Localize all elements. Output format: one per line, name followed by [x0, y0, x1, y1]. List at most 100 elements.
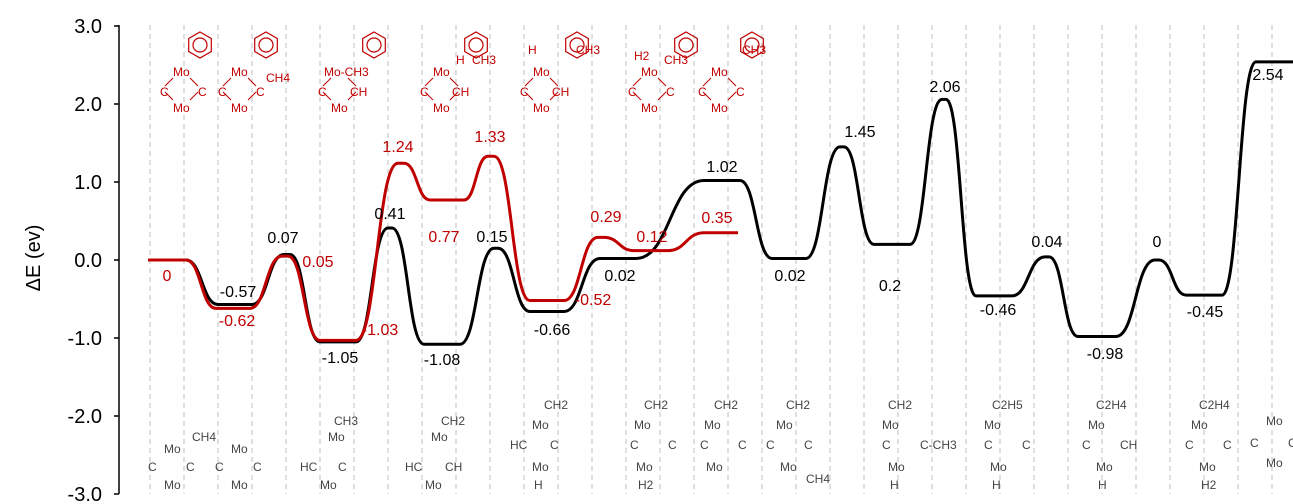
structure-label: C [630, 438, 639, 452]
benzene-ring-icon [192, 37, 208, 53]
structure-label: Mo [706, 460, 723, 474]
structure-label: Mo [320, 478, 337, 492]
data-label: 0.29 [590, 209, 621, 226]
y-tick-label: 0.0 [74, 250, 102, 272]
data-label: -0.52 [575, 292, 612, 309]
data-label: 0.05 [302, 254, 333, 271]
benzene-ring-icon [740, 31, 764, 59]
y-tick-label: -2.0 [68, 406, 102, 428]
structure-label: C [318, 85, 327, 99]
data-label: -0.45 [1187, 304, 1224, 321]
structure-label: Mo [990, 460, 1007, 474]
structure-label: C [550, 438, 559, 452]
structure-label: Mo [328, 430, 345, 444]
data-label: 0.02 [604, 268, 635, 285]
data-label: 1.33 [474, 129, 505, 146]
structure-label: Mo [164, 478, 181, 492]
structure-label: CH3 [742, 43, 766, 57]
structure-label: C [338, 460, 347, 474]
structure-label: Mo [704, 418, 721, 432]
benzene-ring-icon [569, 37, 585, 53]
y-axis-label: ΔE (ev) [23, 225, 45, 292]
data-label: 0.02 [774, 268, 805, 285]
structure-label: C [148, 460, 157, 474]
structure-label: Mo [1191, 418, 1208, 432]
structure-label: C [984, 438, 993, 452]
structure-label: CH2 [441, 414, 465, 428]
y-tick-label: -1.0 [68, 328, 102, 350]
benzene-ring-icon [468, 37, 484, 53]
structure-label: Mo [984, 418, 1001, 432]
structure-label: C [160, 85, 169, 99]
structure-label: C [256, 85, 265, 99]
structure-label: CH4 [266, 71, 290, 85]
structure-label: C2H5 [992, 398, 1023, 412]
structure-label: C2H4 [1096, 398, 1127, 412]
data-label: 0.12 [636, 229, 667, 246]
structure-label: Mo [636, 460, 653, 474]
structure-label: Mo [1266, 414, 1283, 428]
structure-label: Mo [1088, 418, 1105, 432]
structure-label: CH3 [664, 53, 688, 67]
structure-label: Mo [532, 460, 549, 474]
structure-label: C [1185, 438, 1194, 452]
benzene-ring-icon [362, 31, 386, 59]
structure-label: C [666, 85, 675, 99]
structure-label: C [1288, 436, 1293, 450]
structure-label: CH3 [334, 414, 358, 428]
data-label: -0.62 [219, 313, 256, 330]
structure-label: H [1098, 478, 1107, 492]
structure-label: C [186, 460, 195, 474]
structure-label: Mo [173, 65, 190, 79]
data-label: -1.05 [322, 350, 359, 367]
data-label: -0.66 [534, 322, 571, 339]
structure-label: Mo [1199, 460, 1216, 474]
structure-label: CH [452, 85, 469, 99]
structure-label: C [218, 85, 227, 99]
structure-label: CH3 [472, 53, 496, 67]
structure-label: C [882, 438, 891, 452]
structure-label: CH [445, 460, 462, 474]
structure-label: C [420, 85, 429, 99]
structure-label: Mo [164, 442, 181, 456]
structure-label: Mo [776, 418, 793, 432]
y-tick-label: -3.0 [68, 484, 102, 504]
benzene-ring-icon [678, 37, 694, 53]
structure-label: Mo [533, 101, 550, 115]
data-labels: -0.570.07-1.050.41-1.080.15-0.660.021.02… [163, 67, 1284, 369]
structure-label: CH2 [544, 398, 568, 412]
structure-label: Mo [533, 65, 550, 79]
structure-label: C [804, 438, 813, 452]
structure-label: CH [1120, 438, 1137, 452]
data-label: 1.24 [382, 139, 413, 156]
y-tick-labels: 3.02.01.00.0-1.0-2.0-3.0 [68, 16, 119, 504]
y-tick-label: 1.0 [74, 172, 102, 194]
structure-label: H2 [638, 478, 654, 492]
structure-label: Mo [1266, 456, 1283, 470]
structure-label: HC [300, 460, 318, 474]
structure-label: CH2 [644, 398, 668, 412]
data-label: 0.15 [476, 229, 507, 246]
data-label: 0.04 [1031, 234, 1062, 251]
benzene-ring-icon [366, 37, 382, 53]
data-label: -0.57 [220, 284, 257, 301]
benzene-ring-icon [254, 31, 278, 59]
structure-label: C [736, 85, 745, 99]
data-label: -1.08 [424, 352, 461, 369]
data-label: 0.35 [701, 210, 732, 227]
data-label: 2.54 [1252, 67, 1283, 84]
structure-label: Mo [641, 65, 658, 79]
structure-label: C [668, 438, 677, 452]
structure-label: Mo [711, 65, 728, 79]
data-label: 0.77 [428, 229, 459, 246]
benzene-ring-icon [565, 31, 589, 59]
structure-label: Mo [231, 478, 248, 492]
